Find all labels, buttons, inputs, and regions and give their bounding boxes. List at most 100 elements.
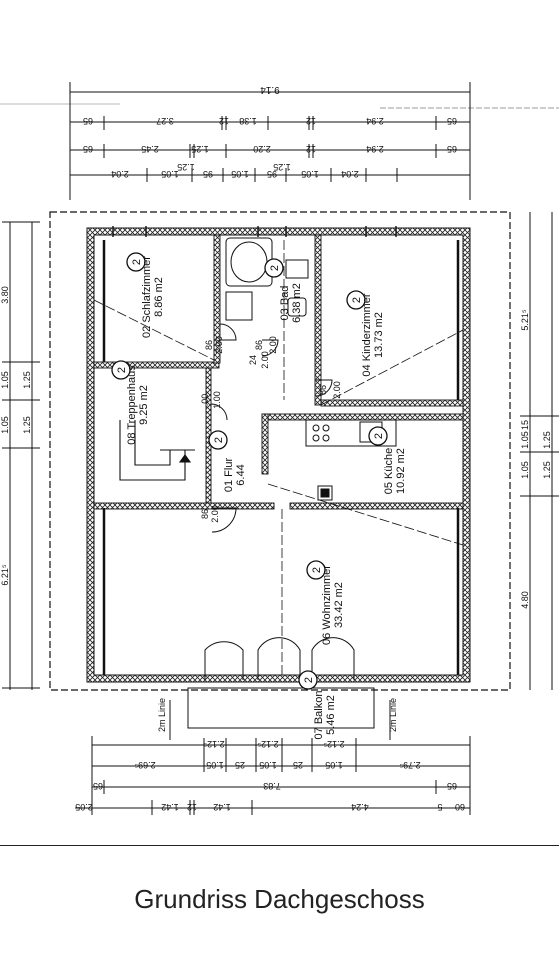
door-label: 86 xyxy=(254,340,264,350)
dim-bottom-row2: 2.69⁵ xyxy=(134,760,156,770)
dim-top-row1: 12 xyxy=(219,116,229,126)
room-marker-03-circle xyxy=(264,258,284,278)
dim-bottom-row4: 60 xyxy=(455,802,465,812)
interior-walls xyxy=(93,234,464,510)
dim-bottom-row1: 2.12⁵ xyxy=(323,739,345,749)
dim-bottom-row3: 7.83 xyxy=(263,781,281,791)
room-label-03: 03 Bad xyxy=(279,286,291,321)
room-area-02: 8.86 m2 xyxy=(153,277,165,317)
zm-line-right: 2m Linie xyxy=(388,698,398,732)
zm-line-left: 2m Linie xyxy=(157,698,167,732)
bottom-dimensions xyxy=(75,736,471,815)
room-marker-08-circle xyxy=(111,360,131,380)
door-swings xyxy=(204,323,355,680)
dim-right: 1.25 xyxy=(542,461,552,479)
dim-left: 1.05 xyxy=(0,371,10,389)
dim-top-row3: 1.05 xyxy=(231,169,249,179)
dim-top-row2: 2.20 xyxy=(253,144,271,154)
room-label-05: 05 Küche xyxy=(383,448,395,494)
dim-top-row2: 1.25 xyxy=(191,144,209,154)
dim-right: 1.05 xyxy=(520,431,530,449)
room-marker-02-circle xyxy=(126,252,146,272)
dim-top-row3: 95 xyxy=(267,169,277,179)
dim-right: 1.25 xyxy=(542,431,552,449)
dim-bottom-row4: 1.42 xyxy=(213,802,231,812)
dim-top-row2: 2.45 xyxy=(141,144,159,154)
dim-left: 1.05 xyxy=(0,416,10,434)
room-marker-01-circle xyxy=(208,430,228,450)
section-lines xyxy=(93,240,464,675)
dim-top-row1: 65 xyxy=(83,116,93,126)
windows xyxy=(102,226,460,675)
exterior-walls xyxy=(86,227,471,683)
dim-left: 1.25 xyxy=(22,416,32,434)
dim-bottom-row4: 5 xyxy=(437,802,442,812)
room-marker-07-circle xyxy=(298,670,318,690)
dim-top-row3: 2.04 xyxy=(341,169,359,179)
room-label-07: 07 Balkon xyxy=(313,691,325,740)
door-label: 2.00 xyxy=(260,351,270,369)
plan-caption: Grundriss Dachgeschoss xyxy=(134,884,425,914)
door-label: 2.00 xyxy=(332,381,342,399)
dim-overall-width: 9.14 xyxy=(260,84,280,95)
room-marker-06-number: 2 xyxy=(311,567,323,573)
dim-top-row3: 95 xyxy=(203,169,213,179)
room-label-08: 08 Treppenhaus xyxy=(126,365,138,445)
dim-bottom-row4: 2.05 xyxy=(75,802,93,812)
dim-left: 3.80 xyxy=(0,286,10,304)
staircase xyxy=(119,420,195,481)
door-label: 86 xyxy=(318,385,328,395)
left-dimensions xyxy=(2,221,40,690)
room-label-04: 04 Kinderzimmer xyxy=(361,293,373,376)
door-label: .00 xyxy=(200,394,210,407)
door-label: 2.00 xyxy=(210,505,220,523)
room-marker-01-number: 2 xyxy=(213,437,225,443)
dim-bottom-row4: 1.42 xyxy=(161,802,179,812)
right-dimensions xyxy=(520,212,559,690)
door-label: 1.00 xyxy=(212,391,222,409)
room-label-02: 02 Schlafzimmer xyxy=(141,256,153,338)
room-marker-04-circle xyxy=(346,290,366,310)
dim-right: 15 xyxy=(520,420,530,430)
door-label: 86 xyxy=(200,509,210,519)
dim-top-row3: 1.05 xyxy=(161,169,179,179)
dim-top-row2b: 1.25 xyxy=(177,162,195,172)
room-marker-05-circle xyxy=(368,426,388,446)
dim-bottom-row3: 65 xyxy=(447,781,457,791)
door-label: 2.00 xyxy=(268,336,278,354)
roof-outline xyxy=(49,211,511,691)
dim-bottom-row2: 2.79⁵ xyxy=(399,760,421,770)
dim-bottom-row2: 25 xyxy=(235,760,245,770)
dim-top-row1: 1.38 xyxy=(239,116,257,126)
door-label: 86 xyxy=(204,340,214,350)
dim-bottom-row1: 2.12⁵ xyxy=(203,739,225,749)
dim-top-row2: 65 xyxy=(447,144,457,154)
dim-bottom-row2: 1.05 xyxy=(206,760,224,770)
dim-bottom-row2: 1.05 xyxy=(259,760,277,770)
dim-top-row2b: 1.25 xyxy=(273,162,291,172)
balcony xyxy=(169,687,391,740)
dim-right: 4.80 xyxy=(520,591,530,609)
room-area-05: 10.92 m2 xyxy=(395,448,407,494)
room-label-06: 06 Wohnzimmer xyxy=(321,565,333,645)
room-area-07: 5.46 m2 xyxy=(325,695,337,735)
caption-divider xyxy=(0,845,559,846)
dim-right: 5.21⁵ xyxy=(520,309,530,331)
dim-top-row2: 12 xyxy=(306,144,316,154)
room-marker-07-number: 2 xyxy=(303,677,315,683)
room-marker-05-number: 2 xyxy=(373,433,385,439)
dim-bottom-row1: 2.12⁵ xyxy=(257,739,279,749)
kitchen-fixtures xyxy=(305,419,397,501)
dim-top-row2: 65 xyxy=(83,144,93,154)
dim-top-row1: 3.27 xyxy=(156,116,174,126)
door-label: 24 xyxy=(248,355,258,365)
dim-top-row2: 2.94 xyxy=(366,144,384,154)
dim-top-row1: 2.94 xyxy=(366,116,384,126)
door-label: 2.00 xyxy=(214,336,224,354)
room-marker-03-number: 2 xyxy=(269,265,281,271)
dim-top-row3: 1.05 xyxy=(301,169,319,179)
dim-top-row3: 2.04 xyxy=(111,169,129,179)
room-marker-06-circle xyxy=(306,560,326,580)
dim-bottom-row4: 4.24 xyxy=(351,802,369,812)
